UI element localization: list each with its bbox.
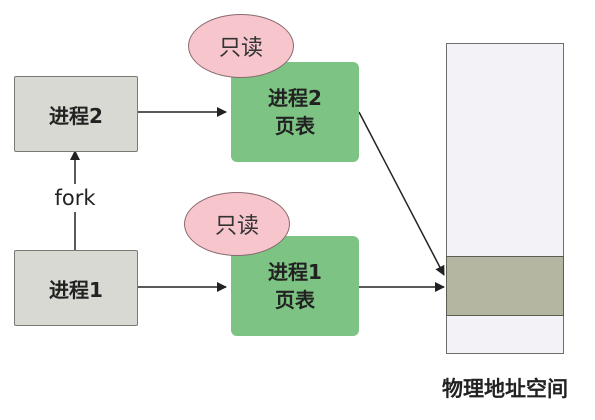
readonly-badge-bottom: 只读 — [184, 192, 290, 256]
process2-node: 进程2 — [14, 76, 138, 152]
process1-label: 进程1 — [49, 277, 103, 302]
page-table2-line2: 页表 — [275, 114, 315, 138]
readonly-badge-top-label: 只读 — [218, 36, 263, 61]
readonly-badge-bottom-label: 只读 — [214, 214, 259, 239]
edge-pagetable2-to-memory — [358, 111, 445, 276]
page-table2-line1: 进程2 — [268, 86, 322, 110]
process2-label: 进程2 — [49, 103, 103, 128]
fork-label: fork — [40, 184, 110, 212]
readonly-badge-top: 只读 — [188, 14, 294, 78]
page-table1-line1: 进程1 — [268, 260, 322, 284]
shared-memory-block — [446, 256, 564, 316]
physical-memory-label: 物理地址空间 — [442, 377, 568, 401]
page-table1-line2: 页表 — [275, 288, 315, 312]
page-table1-node: 进程1 页表 — [231, 236, 359, 336]
page-table2-node: 进程2 页表 — [231, 62, 359, 162]
process1-node: 进程1 — [14, 250, 138, 326]
